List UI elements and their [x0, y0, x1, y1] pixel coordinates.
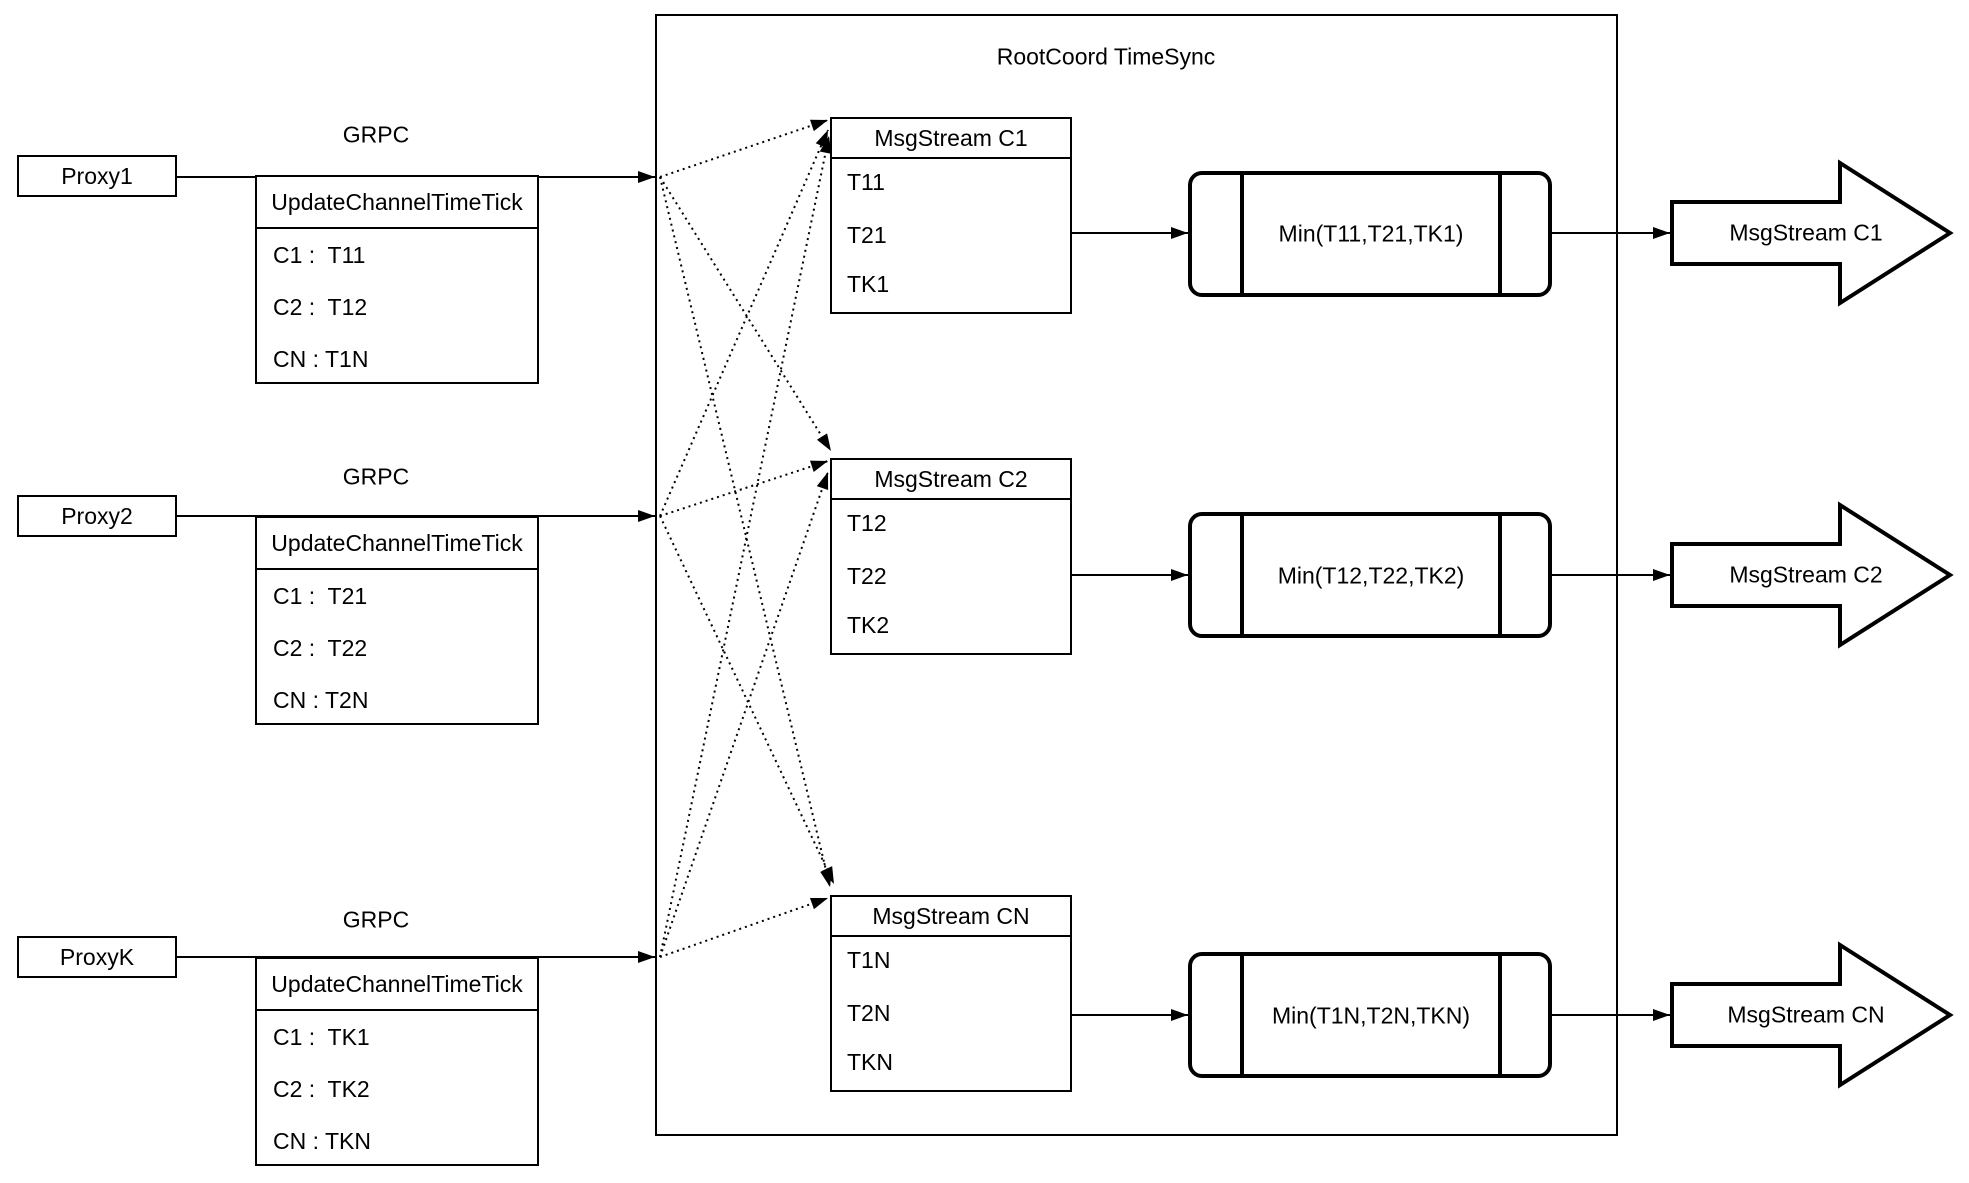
update-timetick-table-3: UpdateChannelTimeTick C1 : TK1 C2 : TK2 …	[255, 957, 539, 1166]
table-row: T2N	[847, 1000, 891, 1026]
update-timetick-table-3-header: UpdateChannelTimeTick	[257, 959, 537, 1011]
table-row: C2 : T12	[273, 294, 368, 320]
msgstream-table-c1: MsgStream C1 T11 T21 TK1	[830, 117, 1072, 314]
grpc-label-2: GRPC	[342, 463, 410, 490]
update-timetick-table-2-header: UpdateChannelTimeTick	[257, 518, 537, 570]
dotted-arrow-p2-cn	[659, 515, 835, 885]
table-row: C1 : TK1	[273, 1024, 370, 1050]
dotted-arrow-pk-c1	[659, 135, 832, 958]
dotted-arrow-pk-c2	[659, 471, 829, 958]
proxy2-box: Proxy2	[17, 495, 177, 537]
output-block-arrow-c1	[1670, 159, 1954, 307]
table-row: CN : T2N	[273, 687, 369, 713]
proxy1-box: Proxy1	[17, 155, 177, 197]
table-row: C2 : TK2	[273, 1076, 370, 1102]
proxyk-box: ProxyK	[17, 936, 177, 978]
output-arrow-label-c1: MsgStream C1	[1729, 219, 1883, 246]
min-node-cn	[1188, 952, 1552, 1078]
min-node-c1	[1188, 171, 1552, 297]
rootcoord-box-title: RootCoord TimeSync	[996, 43, 1216, 70]
table-row: C2 : T22	[273, 635, 368, 661]
output-arrow-label-cn: MsgStream CN	[1727, 1001, 1885, 1028]
grpc-label-3: GRPC	[342, 906, 410, 933]
proxy1-label: Proxy1	[61, 162, 133, 189]
msgstream-table-c2: MsgStream C2 T12 T22 TK2	[830, 458, 1072, 655]
min-node-c2	[1188, 512, 1552, 638]
table-row: CN : TKN	[273, 1128, 371, 1154]
table-row: CN : T1N	[273, 346, 369, 372]
table-row: TK2	[847, 612, 890, 638]
dotted-arrow-p2-c1	[659, 129, 829, 517]
table-row: T11	[847, 169, 885, 195]
update-timetick-table-1: UpdateChannelTimeTick C1 : T11 C2 : T12 …	[255, 175, 539, 384]
table-row: T22	[847, 563, 887, 589]
table-row: C1 : T21	[273, 583, 368, 609]
min-label-cn: Min(T1N,T2N,TKN)	[1271, 1002, 1471, 1029]
update-timetick-table-1-header: UpdateChannelTimeTick	[257, 177, 537, 229]
msgstream-table-c2-header: MsgStream C2	[832, 460, 1070, 500]
msgstream-table-cn-header: MsgStream CN	[832, 897, 1070, 937]
update-timetick-table-2: UpdateChannelTimeTick C1 : T21 C2 : T22 …	[255, 516, 539, 725]
output-block-arrow-cn	[1670, 941, 1954, 1089]
msgstream-table-cn: MsgStream CN T1N T2N TKN	[830, 895, 1072, 1092]
output-arrow-label-c2: MsgStream C2	[1729, 561, 1883, 588]
timetick-fanout-arrows	[659, 119, 835, 958]
min-label-c1: Min(T11,T21,TK1)	[1278, 220, 1464, 247]
msgstream-table-c1-header: MsgStream C1	[832, 119, 1070, 159]
table-row: T21	[847, 222, 887, 248]
table-row: TK1	[847, 271, 890, 297]
table-row: TKN	[847, 1049, 893, 1075]
table-row: C1 : T11	[273, 242, 366, 268]
proxy2-label: Proxy2	[61, 502, 133, 529]
dotted-arrow-p1-cn	[659, 176, 832, 888]
table-row: T12	[847, 510, 887, 536]
table-row: T1N	[847, 947, 891, 973]
grpc-label-1: GRPC	[342, 121, 410, 148]
output-block-arrow-c2	[1670, 501, 1954, 649]
min-label-c2: Min(T12,T22,TK2)	[1277, 562, 1465, 589]
proxyk-label: ProxyK	[59, 943, 135, 970]
